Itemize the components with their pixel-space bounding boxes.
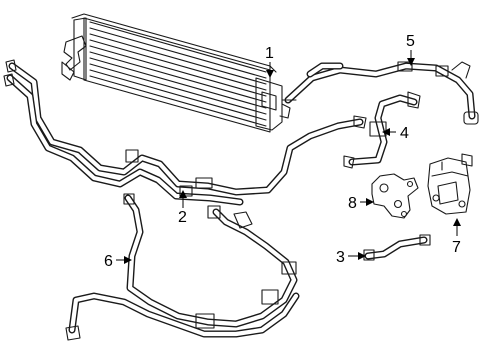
callout-8: 8 <box>348 195 374 212</box>
callout-1-label: 1 <box>265 45 274 62</box>
callout-6: 6 <box>104 253 132 270</box>
callout-5-label: 5 <box>406 33 415 50</box>
mount-bracket <box>371 173 419 219</box>
callout-4-label: 4 <box>400 125 409 142</box>
callout-3: 3 <box>336 249 366 266</box>
callout-6-label: 6 <box>104 253 113 270</box>
small-line <box>343 91 421 169</box>
callout-7-label: 7 <box>452 239 461 256</box>
callout-2-label: 2 <box>178 209 187 226</box>
callout-2: 2 <box>178 190 187 226</box>
short-hose <box>363 234 431 261</box>
callout-5: 5 <box>406 33 415 66</box>
callout-3-label: 3 <box>336 249 345 266</box>
callout-1: 1 <box>265 45 274 78</box>
callout-4: 4 <box>382 125 409 142</box>
cooler-core <box>61 13 291 133</box>
callout-7: 7 <box>452 218 461 256</box>
valve-housing <box>427 153 473 215</box>
callout-8-label: 8 <box>348 195 357 212</box>
upper-right-line <box>281 61 479 125</box>
lower-cooler-line <box>65 193 300 341</box>
